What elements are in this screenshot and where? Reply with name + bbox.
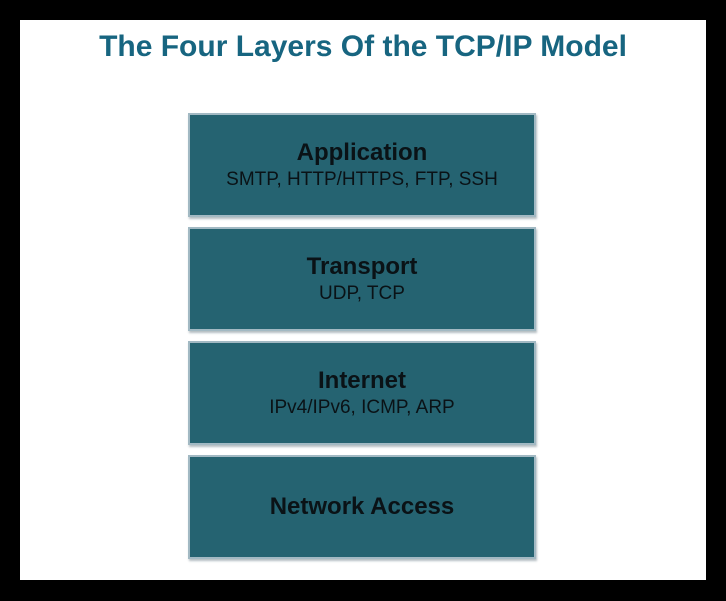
page-title: The Four Layers Of the TCP/IP Model	[99, 30, 627, 63]
layer-protocols-transport: UDP, TCP	[319, 282, 405, 304]
layer-box-internet: Internet IPv4/IPv6, ICMP, ARP	[188, 341, 536, 445]
diagram-canvas: The Four Layers Of the TCP/IP Model Appl…	[20, 20, 706, 580]
layer-name-network-access: Network Access	[269, 493, 455, 520]
layer-box-application: Application SMTP, HTTP/HTTPS, FTP, SSH	[188, 113, 536, 217]
layer-box-transport: Transport UDP, TCP	[188, 227, 536, 331]
layer-name-internet: Internet	[317, 366, 406, 394]
layers-stack: Application SMTP, HTTP/HTTPS, FTP, SSH T…	[188, 113, 536, 559]
layer-box-network-access: Network Access	[188, 455, 536, 559]
layer-protocols-application: SMTP, HTTP/HTTPS, FTP, SSH	[226, 168, 498, 190]
layer-name-application: Application	[296, 138, 428, 166]
layer-name-transport: Transport	[306, 252, 418, 280]
layer-protocols-internet: IPv4/IPv6, ICMP, ARP	[269, 396, 455, 418]
